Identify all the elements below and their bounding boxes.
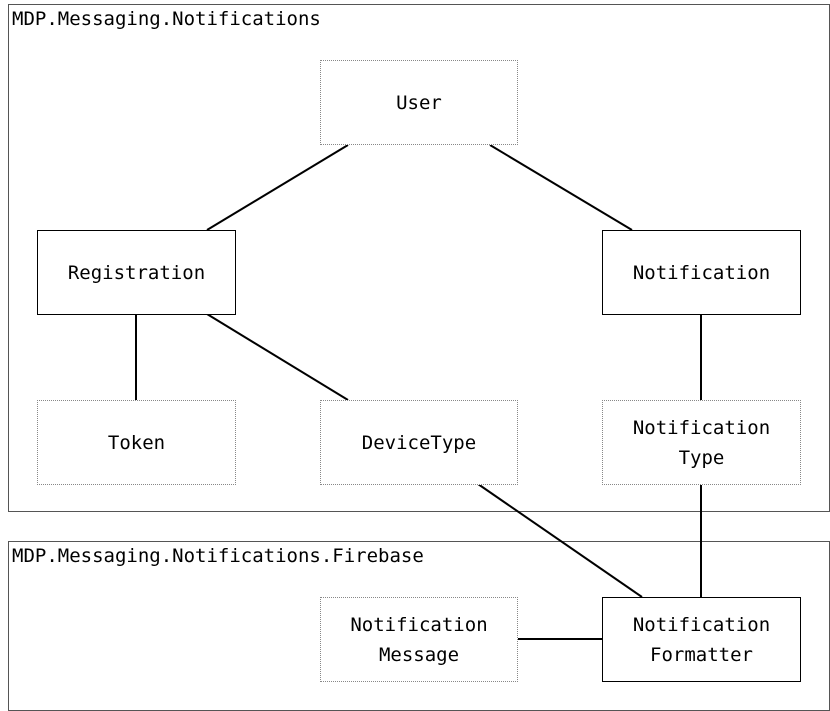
package-title: MDP.Messaging.Notifications.Firebase: [12, 545, 424, 567]
node-label: Token: [107, 431, 166, 454]
node-label-line-1: Notification: [632, 613, 771, 636]
node-devicetype: DeviceType: [320, 400, 518, 485]
node-label: User: [396, 91, 442, 114]
edge-user-registration: [206, 144, 349, 231]
node-label: Registration: [67, 261, 206, 284]
edge-registration-devicetype: [206, 313, 349, 401]
node-label-line-1: Notification: [350, 613, 488, 636]
node-notification-type: Notification Type: [602, 400, 801, 485]
node-notification: Notification: [602, 230, 801, 315]
node-label: Notification: [632, 261, 771, 284]
node-token: Token: [37, 400, 236, 485]
edge-user-notification: [489, 144, 633, 231]
node-label-line-2: Type: [678, 446, 725, 469]
node-label-line-1: Notification: [632, 416, 771, 439]
node-label-line-2: Formatter: [650, 643, 753, 666]
node-registration: Registration: [37, 230, 236, 315]
node-user: User: [320, 60, 518, 145]
package-title: MDP.Messaging.Notifications: [12, 8, 321, 30]
edge-devicetype-formatter: [477, 483, 643, 598]
node-label: DeviceType: [361, 431, 477, 454]
node-notification-message: Notification Message: [320, 597, 518, 682]
node-notification-formatter: Notification Formatter: [602, 597, 801, 682]
node-label-line-2: Message: [378, 643, 460, 666]
